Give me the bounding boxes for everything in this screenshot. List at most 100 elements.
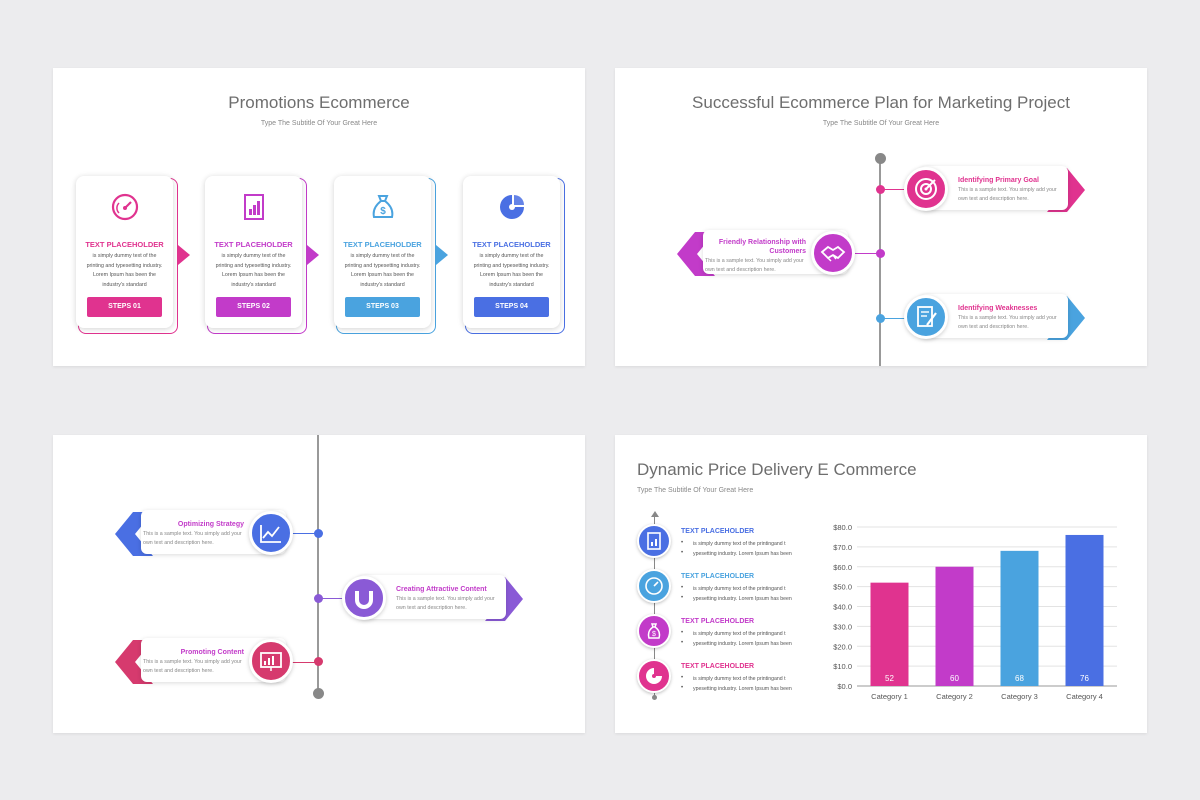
y-tick-label: $0.0	[837, 682, 852, 691]
step-card-3: $ TEXT PLACEHOLDER is simply dummy text …	[334, 176, 448, 334]
bar-2	[935, 566, 974, 686]
list-item-heading: TEXT PLACEHOLDER	[681, 618, 755, 625]
bullet: •	[681, 540, 684, 546]
money-bag-icon: $	[368, 192, 398, 222]
list-item-heading: TEXT PLACEHOLDER	[681, 663, 755, 670]
plan-item-primary-goal: Identifying Primary Goal This is a sampl…	[920, 166, 1068, 210]
money-bag-icon: $	[637, 614, 671, 648]
item-text: This is a sample text. You simply add yo…	[396, 596, 495, 611]
magnet-icon	[342, 576, 386, 620]
slide-subtitle: Type The Subtitle Of Your Great Here	[822, 120, 940, 127]
list-item-text: is simply dummy text of the printingand …	[693, 541, 786, 547]
bullet: •	[681, 550, 684, 556]
list-item-text: ypesetting industry. Lorem Ipsum has bee…	[693, 686, 792, 692]
pie-chart-icon	[497, 192, 527, 222]
x-category-label: Category 3	[1001, 692, 1038, 701]
bullet: •	[681, 640, 684, 646]
slide-subtitle: Type The Subtitle Of Your Great Here	[637, 487, 754, 494]
x-category-label: Category 2	[936, 692, 973, 701]
arrow-right-icon	[307, 245, 319, 265]
timeline-connector	[880, 189, 920, 190]
list-item-heading: TEXT PLACEHOLDER	[681, 528, 755, 535]
step-button[interactable]: STEPS 04	[474, 297, 549, 317]
line-chart-icon	[249, 511, 293, 555]
timeline-connector	[880, 318, 920, 319]
y-tick-label: $40.0	[833, 603, 852, 612]
bar-value-label: 68	[1015, 674, 1024, 683]
timeline-dot	[876, 185, 885, 194]
svg-text:$: $	[380, 206, 386, 217]
list-item-heading: TEXT PLACEHOLDER	[681, 573, 755, 580]
list-timeline-arrow	[651, 511, 659, 517]
list-item-text: ypesetting industry. Lorem Ipsum has bee…	[693, 641, 792, 647]
list-timeline-end	[652, 695, 657, 700]
slide-title: Successful Ecommerce Plan for Marketing …	[692, 93, 1070, 112]
document-pen-icon	[904, 295, 948, 339]
item-text: This is a sample text. You simply add yo…	[143, 659, 242, 674]
bullet: •	[681, 595, 684, 601]
item-text: This is a sample text. You simply add yo…	[143, 531, 242, 546]
gauge-icon	[110, 192, 140, 222]
timeline-connector	[318, 598, 358, 599]
timeline-end-dot	[313, 688, 324, 699]
timeline-connector	[289, 533, 318, 534]
y-tick-label: $30.0	[833, 622, 852, 631]
timeline-line	[879, 158, 881, 366]
timeline-dot	[876, 249, 885, 258]
item-text: This is a sample text. You simply add yo…	[705, 258, 804, 273]
bar-value-label: 60	[950, 674, 959, 683]
arrow-right-icon	[178, 245, 190, 265]
item-heading: Creating Attractive Content	[396, 586, 487, 593]
card-heading: TEXT PLACEHOLDER	[85, 240, 164, 249]
y-tick-label: $50.0	[833, 583, 852, 592]
y-tick-label: $80.0	[833, 523, 852, 532]
step-button[interactable]: STEPS 01	[87, 297, 162, 317]
list-item-text: is simply dummy text of the printingand …	[693, 676, 786, 682]
pie-chart-icon	[637, 659, 671, 693]
bullet: •	[681, 630, 684, 636]
slide-promotions-ecommerce: Promotions Ecommerce Type The Subtitle O…	[53, 68, 585, 366]
list-item-text: ypesetting industry. Lorem Ipsum has bee…	[693, 551, 792, 557]
slide-content-strategy: Optimizing Strategy This is a sample tex…	[53, 435, 585, 733]
bar-chart: $0.0$10.0$20.0$30.0$40.0$50.0$60.0$70.0$…	[833, 523, 1117, 701]
bullet: •	[681, 675, 684, 681]
timeline-connector	[851, 253, 880, 254]
x-category-label: Category 1	[871, 692, 908, 701]
card-heading: TEXT PLACEHOLDER	[214, 240, 293, 249]
target-icon	[904, 167, 948, 211]
timeline-dot	[876, 314, 885, 323]
step-card-1: TEXT PLACEHOLDER is simply dummy text of…	[76, 176, 190, 334]
slide-title: Dynamic Price Delivery E Commerce	[637, 460, 917, 479]
slide-dynamic-price: Dynamic Price Delivery E Commerce Type T…	[615, 435, 1147, 733]
card-heading: TEXT PLACEHOLDER	[343, 240, 422, 249]
slide-subtitle: Type The Subtitle Of Your Great Here	[260, 120, 378, 127]
timeline-line	[317, 435, 319, 693]
x-category-label: Category 4	[1066, 692, 1103, 701]
bar-4	[1065, 534, 1104, 686]
step-button[interactable]: STEPS 03	[345, 297, 420, 317]
bar-value-label: 52	[885, 674, 894, 683]
y-tick-label: $70.0	[833, 543, 852, 552]
bar-chart-doc-icon	[637, 524, 671, 558]
bullet: •	[681, 585, 684, 591]
list-timeline-line	[654, 515, 655, 695]
y-tick-label: $10.0	[833, 662, 852, 671]
plan-item-weaknesses: Identifying Weaknesses This is a sample …	[920, 294, 1068, 338]
gauge-icon	[637, 569, 671, 603]
card-heading: TEXT PLACEHOLDER	[472, 240, 551, 249]
slide-title: Promotions Ecommerce	[228, 93, 410, 112]
timeline-dot	[314, 594, 323, 603]
list-item-text: ypesetting industry. Lorem Ipsum has bee…	[693, 596, 792, 602]
item-heading: Promoting Content	[180, 649, 244, 656]
item-text: This is a sample text. You simply add yo…	[958, 315, 1057, 330]
item-text: This is a sample text. You simply add yo…	[958, 187, 1057, 202]
svg-text:$: $	[652, 631, 656, 638]
timeline-dot	[314, 529, 323, 538]
bar-3	[1000, 550, 1039, 686]
step-button[interactable]: STEPS 02	[216, 297, 291, 317]
timeline-connector	[289, 662, 318, 663]
